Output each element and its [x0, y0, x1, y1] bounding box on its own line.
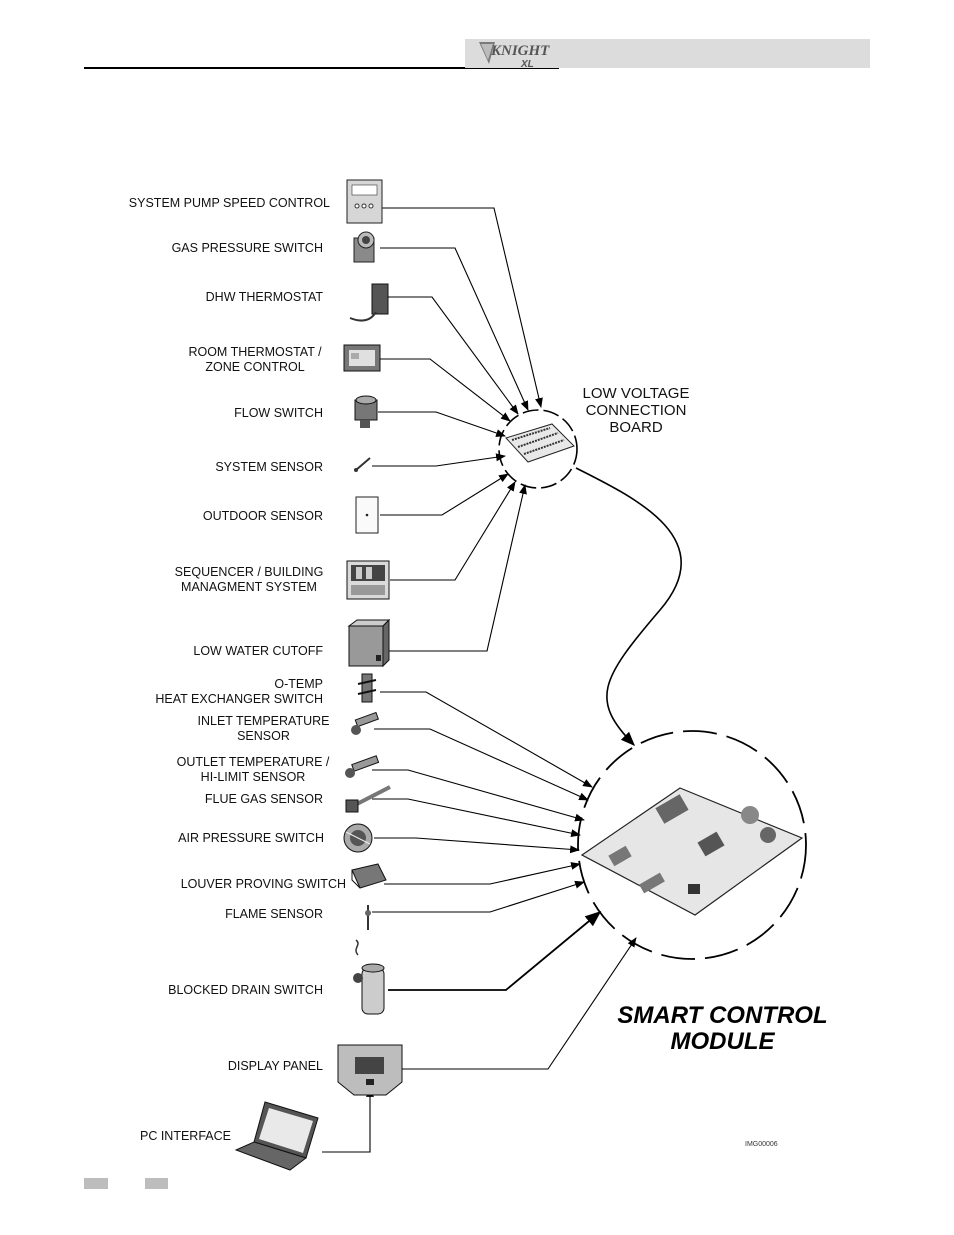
system-pump-speed-control-icon — [346, 179, 383, 224]
label-sequencer-line2: MANAGMENT SYSTEM — [181, 580, 317, 594]
flow-switch-icon — [354, 395, 378, 428]
laptop-icon — [234, 1101, 319, 1171]
label-blocked-drain-switch: BLOCKED DRAIN SWITCH — [168, 983, 323, 997]
o-temp-switch-icon — [357, 673, 377, 703]
knight-xl-logo: KNIGHT XL — [479, 42, 550, 70]
label-gas-pressure-switch: GAS PRESSURE SWITCH — [171, 241, 323, 255]
blocked-drain-switch-icon — [353, 939, 385, 1015]
label-room-thermostat: ROOM THERMOSTAT / ZONE CONTROL — [170, 345, 340, 375]
low-voltage-board-label: LOW VOLTAGE CONNECTION BOARD — [566, 385, 706, 436]
smc-connection-lines — [372, 691, 637, 1070]
footer-marker-right — [145, 1178, 168, 1189]
label-system-sensor: SYSTEM SENSOR — [215, 460, 323, 474]
label-room-thermostat-line1: ROOM THERMOSTAT / — [188, 345, 322, 359]
label-low-water-cutoff: LOW WATER CUTOFF — [193, 644, 323, 658]
label-flow-switch: FLOW SWITCH — [234, 406, 323, 420]
flue-gas-sensor-icon — [345, 785, 391, 813]
air-pressure-switch-icon — [343, 823, 373, 853]
label-flue-gas-sensor: FLUE GAS SENSOR — [204, 792, 323, 806]
room-thermostat-icon — [343, 344, 381, 372]
label-o-temp: O-TEMP HEAT EXCHANGER SWITCH — [155, 677, 323, 707]
low-water-cutoff-icon — [347, 618, 391, 668]
label-outdoor-sensor: OUTDOOR SENSOR — [202, 509, 323, 523]
smart-control-board-icon — [577, 730, 807, 960]
label-dhw-thermostat: DHW THERMOSTAT — [205, 290, 323, 304]
label-louver-proving-switch: LOUVER PROVING SWITCH — [180, 877, 346, 891]
label-outlet-line1: OUTLET TEMPERATURE / — [176, 755, 330, 769]
label-outlet-line2: HI-LIMIT SENSOR — [200, 770, 306, 784]
label-sequencer-line1: SEQUENCER / BUILDING — [174, 565, 324, 579]
outdoor-sensor-icon — [355, 496, 379, 534]
label-system-pump-speed-control: SYSTEM PUMP SPEED CONTROL — [128, 196, 330, 210]
label-o-temp-line1: O-TEMP — [274, 677, 323, 691]
footer-marker-left — [84, 1178, 108, 1189]
smc-title-line2: MODULE — [670, 1028, 775, 1055]
pc-cable — [322, 1087, 374, 1153]
inlet-temperature-sensor-icon — [351, 711, 380, 735]
lv-label-line1: LOW VOLTAGE — [582, 385, 690, 402]
label-air-pressure-switch: AIR PRESSURE SWITCH — [178, 831, 324, 845]
smart-control-module-title: SMART CONTROL MODULE — [600, 1003, 845, 1055]
header-rule — [84, 67, 559, 69]
image-id: IMG00006 — [745, 1141, 778, 1148]
lv-label-line3: BOARD — [609, 419, 663, 436]
label-flame-sensor: FLAME SENSOR — [225, 907, 323, 921]
smc-title-line1: SMART CONTROL — [617, 1002, 828, 1029]
label-room-thermostat-line2: ZONE CONTROL — [205, 360, 305, 374]
board-cable — [575, 467, 682, 747]
label-o-temp-line2: HEAT EXCHANGER SWITCH — [155, 692, 323, 706]
label-inlet-line2: SENSOR — [237, 729, 290, 743]
label-inlet-temperature: INLET TEMPERATURE SENSOR — [180, 714, 347, 744]
display-panel-icon — [337, 1044, 403, 1096]
label-outlet-temperature: OUTLET TEMPERATURE / HI-LIMIT SENSOR — [168, 755, 338, 785]
gas-pressure-switch-icon — [353, 231, 375, 263]
lv-connection-lines — [372, 207, 543, 652]
svg-text:KNIGHT: KNIGHT — [490, 43, 550, 59]
flame-sensor-icon — [365, 905, 371, 930]
dhw-thermostat-icon — [349, 283, 389, 322]
label-pc-interface: PC INTERFACE — [140, 1129, 231, 1143]
system-sensor-icon — [354, 457, 371, 472]
outlet-temperature-sensor-icon — [345, 755, 380, 778]
louver-proving-switch-icon — [351, 863, 387, 889]
svg-text:XL: XL — [520, 59, 534, 70]
label-sequencer: SEQUENCER / BUILDING MANAGMENT SYSTEM — [164, 565, 334, 595]
low-voltage-board-icon — [498, 409, 578, 489]
header-bar — [465, 39, 870, 68]
lv-label-line2: CONNECTION — [585, 402, 687, 419]
sequencer-icon — [346, 560, 390, 600]
label-inlet-line1: INLET TEMPERATURE — [197, 714, 330, 728]
label-display-panel: DISPLAY PANEL — [227, 1059, 323, 1073]
